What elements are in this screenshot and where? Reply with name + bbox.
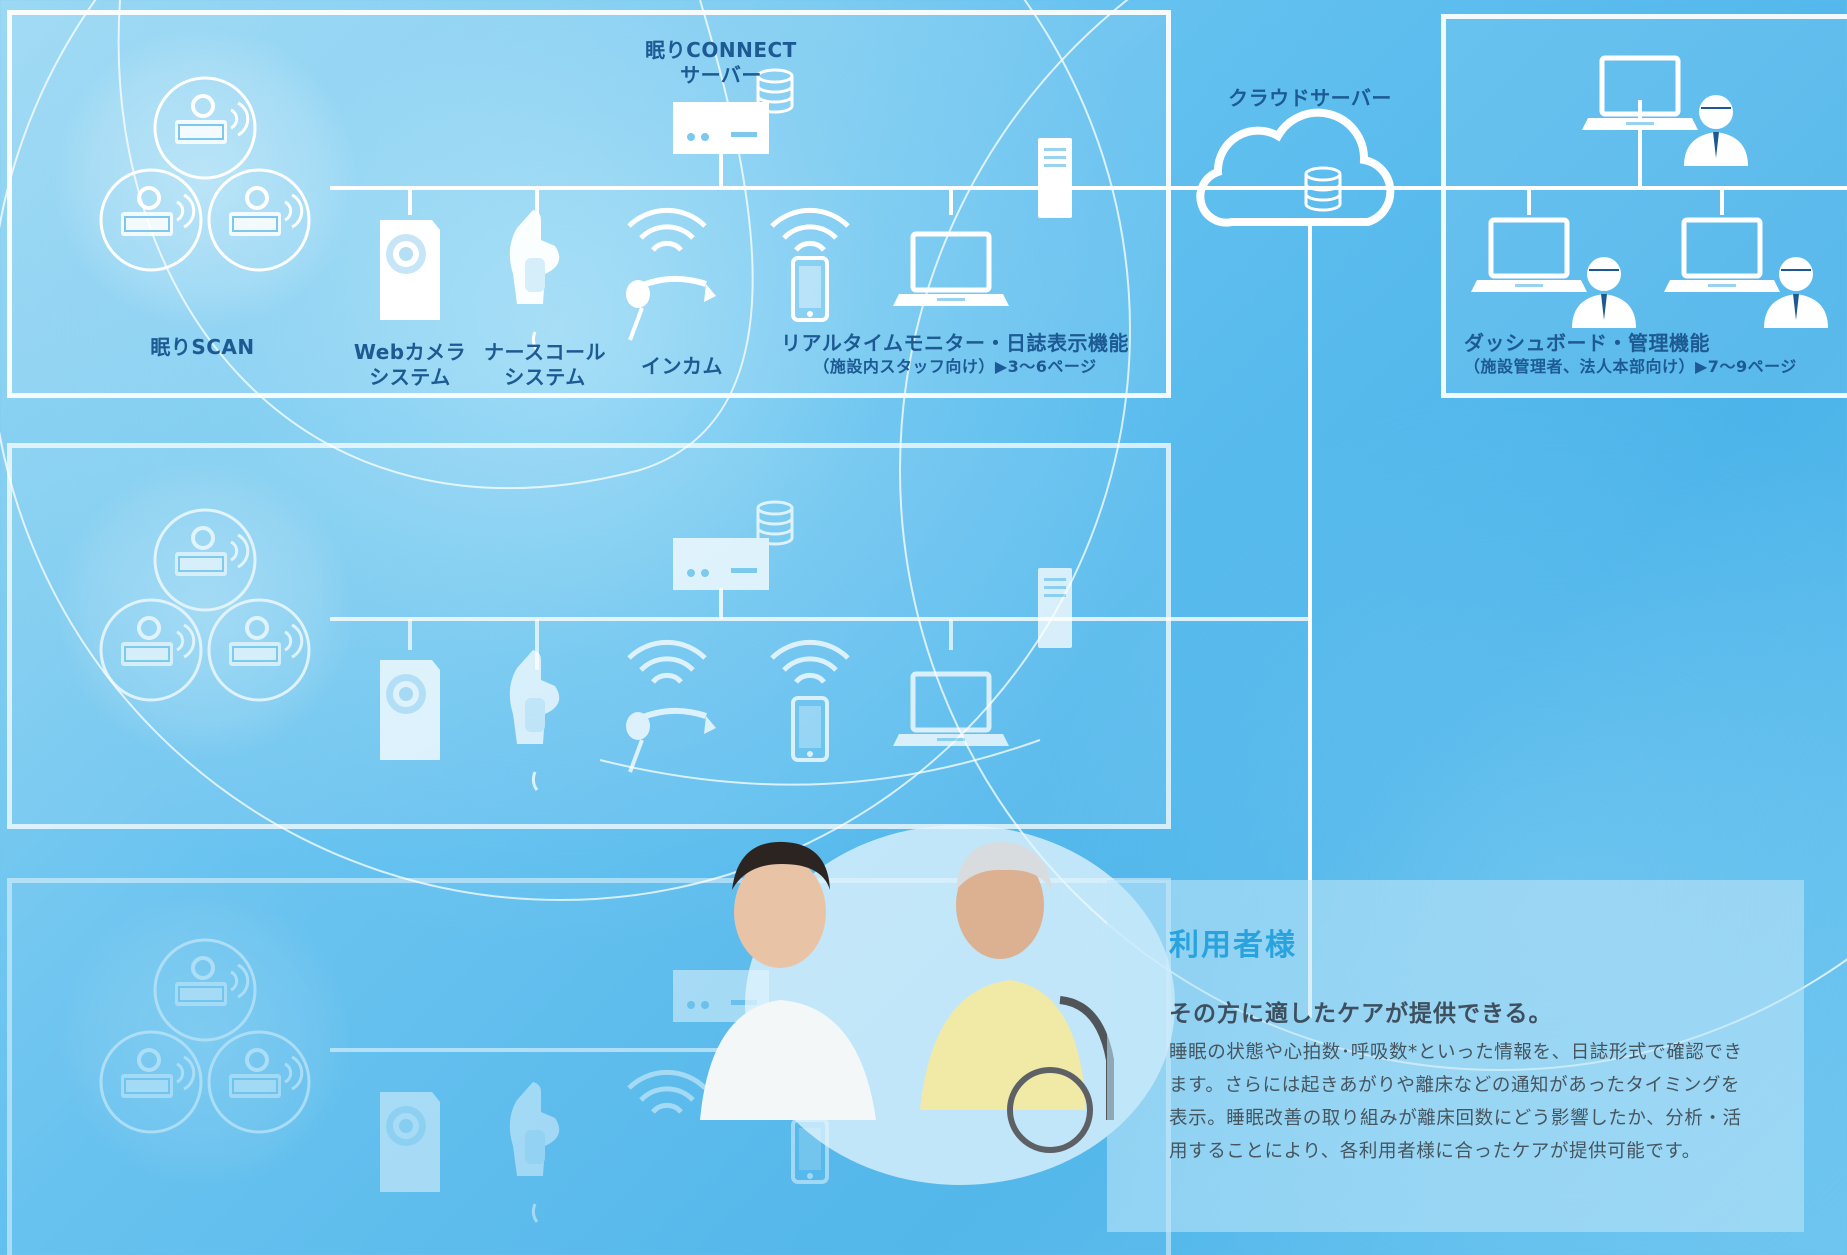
- caregiver-photo: [700, 825, 1175, 1185]
- server-label-line1: 眠りCONNECT: [645, 38, 797, 62]
- scan-label: 眠りSCAN: [150, 335, 255, 359]
- webcam-label-line1: Webカメラ: [353, 340, 467, 364]
- server-label-line2: サーバー: [680, 63, 762, 87]
- user-info-card: 利用者様 その方に適したケアが提供できる。 睡眠の状態や心拍数･呼吸数*といった…: [1107, 880, 1804, 1232]
- webcam-label: Webカメラ システム: [335, 340, 485, 390]
- headquarters-box: [1441, 14, 1847, 398]
- card-title: 利用者様: [1169, 928, 1297, 963]
- nursecall-label: ナースコール システム: [475, 340, 615, 390]
- monitor-label-line1: リアルタイムモニター・日誌表示機能: [781, 331, 1129, 355]
- nursecall-label-line1: ナースコール: [484, 340, 606, 364]
- card-subtitle: その方に適したケアが提供できる。: [1169, 1001, 1553, 1027]
- card-body: 睡眠の状態や心拍数･呼吸数*といった情報を、日誌形式で確認できます。さらには起き…: [1169, 1042, 1743, 1162]
- dashboard-label-line2: （施設管理者、法人本部向け）▶7～9ページ: [1464, 357, 1797, 376]
- cloud-label: クラウドサーバー: [1228, 86, 1392, 110]
- monitor-label: リアルタイムモニター・日誌表示機能 （施設内スタッフ向け）▶3～6ページ: [770, 330, 1140, 378]
- dashboard-label-line1: ダッシュボード・管理機能: [1464, 331, 1710, 355]
- nursecall-label-line2: システム: [504, 365, 586, 389]
- server-label: 眠りCONNECT サーバー: [606, 38, 836, 88]
- intercom-label: インカム: [641, 354, 723, 378]
- dashboard-label: ダッシュボード・管理機能 （施設管理者、法人本部向け）▶7～9ページ: [1464, 330, 1834, 378]
- monitor-label-line2: （施設内スタッフ向け）▶3～6ページ: [813, 357, 1097, 376]
- webcam-label-line2: システム: [369, 365, 451, 389]
